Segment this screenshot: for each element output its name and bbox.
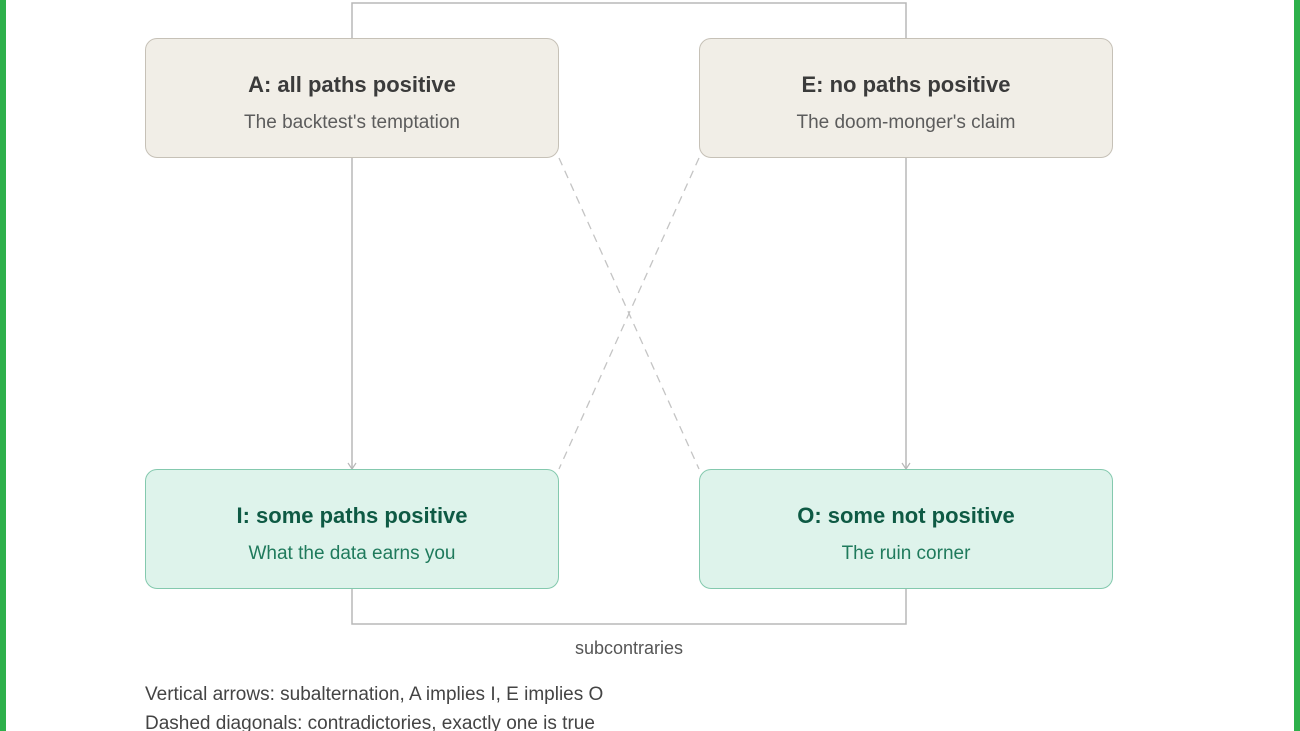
node-i-title: I: some paths positive	[236, 503, 468, 528]
node-o: O: some not positive The ruin corner	[699, 469, 1113, 589]
node-e-title: E: no paths positive	[801, 72, 1011, 97]
node-e: E: no paths positive The doom-monger's c…	[699, 38, 1113, 158]
node-e-subtitle: The doom-monger's claim	[796, 112, 1016, 133]
node-a-title: A: all paths positive	[248, 72, 456, 97]
contradictory-e-i	[558, 157, 700, 470]
subcontraries-label: subcontraries	[574, 638, 684, 658]
legend-subalternation: Vertical arrows: subalternation, A impli…	[145, 684, 604, 705]
node-a-subtitle: The backtest's temptation	[244, 112, 460, 133]
node-o-subtitle: The ruin corner	[841, 543, 971, 564]
node-a: A: all paths positive The backtest's tem…	[145, 38, 559, 158]
contraries-bracket	[351, 2, 907, 38]
connector-layer	[347, 2, 911, 625]
subcontraries-bracket	[351, 589, 907, 625]
node-i: I: some paths positive What the data ear…	[145, 469, 559, 589]
node-o-title: O: some not positive	[797, 503, 1015, 528]
node-i-subtitle: What the data earns you	[248, 543, 456, 564]
legend-contradictories: Dashed diagonals: contradictories, exact…	[145, 713, 595, 731]
